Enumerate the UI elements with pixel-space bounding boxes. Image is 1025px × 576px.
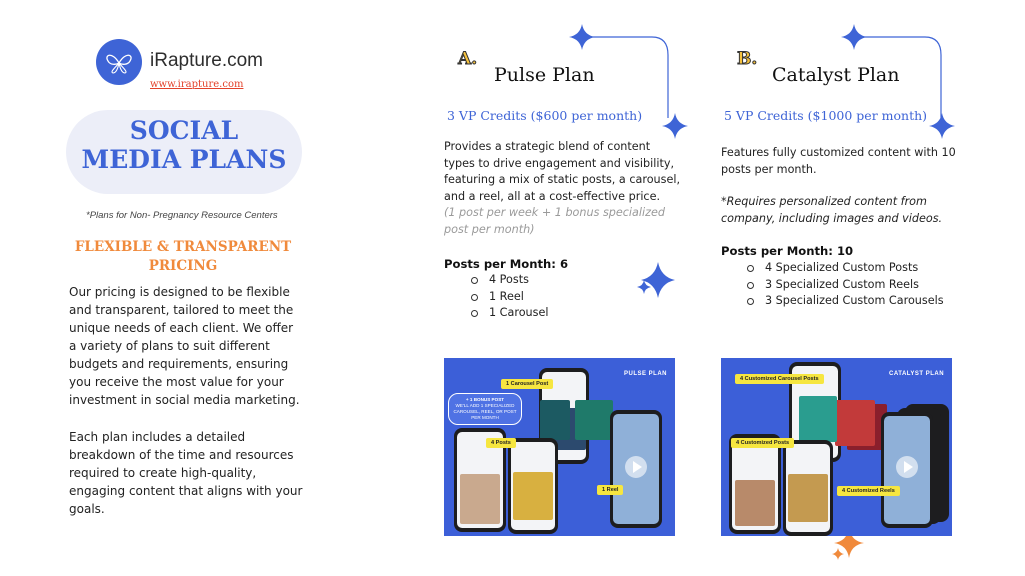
plans-note: *Plans for Non- Pregnancy Resource Cente… [86, 210, 278, 221]
bonus-text: WE'LL ADD 1 SPECIALIZED CAROUSEL, REEL, … [453, 403, 517, 420]
sparkle-icon [569, 24, 595, 50]
pricing-heading-line1: FLEXIBLE & TRANSPARENT [74, 239, 292, 255]
list-item: 4 Specialized Custom Posts [747, 260, 944, 277]
plan-b-note: *Requires personalized content from comp… [721, 195, 943, 225]
sparkle-icon [641, 262, 675, 298]
plan-b-posts-heading: Posts per Month: 10 [721, 244, 854, 258]
brand-url-link[interactable]: www.irapture.com [150, 79, 244, 90]
page-title: SOCIAL MEDIA PLANS [66, 116, 302, 174]
list-item: 1 Carousel [471, 305, 548, 322]
sparkle-icon [841, 24, 867, 50]
page-title-line2: MEDIA PLANS [81, 145, 287, 174]
plan-a-letter: A. [457, 49, 478, 70]
carousel-image [799, 396, 837, 442]
plan-b-tag-reels: 4 Customized Reels [837, 486, 900, 496]
plan-a-tag-reel: 1 Reel [597, 485, 624, 495]
plan-b-image: CATALYST PLAN 4 Customized Carousel Post… [721, 358, 952, 536]
carousel-image [540, 400, 570, 440]
sparkle-icon [929, 113, 955, 139]
pricing-heading: FLEXIBLE & TRANSPARENT PRICING [70, 238, 296, 276]
plan-a-tag-posts: 4 Posts [486, 438, 516, 448]
pricing-paragraph-1: Our pricing is designed to be flexible a… [69, 285, 300, 407]
list-item: 1 Reel [471, 289, 548, 306]
sparkle-icon [637, 280, 651, 294]
plan-a-posts-heading: Posts per Month: 6 [444, 257, 569, 271]
phone-mockup [610, 410, 662, 528]
sparkle-icon [662, 113, 688, 139]
plan-a-description: Provides a strategic blend of content ty… [444, 140, 681, 203]
play-icon [625, 456, 647, 478]
title-pill [66, 110, 302, 194]
plan-a-credits: 3 VP Credits ($600 per month) [447, 108, 643, 123]
phone-mockup [881, 412, 933, 528]
plan-a-image-label: PULSE PLAN [624, 371, 668, 377]
brand-logo [96, 39, 142, 85]
carousel-image [835, 400, 875, 446]
phone-mockup [454, 428, 506, 532]
plan-b-items: 4 Specialized Custom Posts 3 Specialized… [747, 260, 944, 310]
list-item: 3 Specialized Custom Reels [747, 277, 944, 294]
pricing-heading-line2: PRICING [148, 258, 218, 274]
plan-b-title: Catalyst Plan [772, 64, 900, 86]
play-icon [896, 456, 918, 478]
plan-a-title: Pulse Plan [494, 64, 595, 86]
carousel-image [575, 400, 613, 440]
connector-line-b [854, 36, 942, 118]
plan-a-description-block: Provides a strategic blend of content ty… [444, 139, 684, 238]
brand-name: iRapture.com [150, 50, 263, 71]
plan-b-tag-posts: 4 Customized Posts [731, 438, 795, 448]
page-title-line1: SOCIAL [129, 116, 239, 145]
plan-a-items: 4 Posts 1 Reel 1 Carousel [471, 272, 548, 322]
phone-mockup [729, 434, 781, 534]
plan-b-credits: 5 VP Credits ($1000 per month) [724, 108, 928, 123]
phone-mockup [508, 438, 558, 534]
sparkle-icon [832, 548, 844, 560]
list-item: 3 Specialized Custom Carousels [747, 293, 944, 310]
butterfly-icon [106, 54, 132, 74]
bonus-badge: + 1 BONUS POST WE'LL ADD 1 SPECIALIZED C… [448, 393, 522, 425]
phone-mockup [783, 440, 833, 536]
plan-b-description: Features fully customized content with 1… [721, 146, 956, 176]
bonus-title: + 1 BONUS POST [465, 397, 505, 402]
plan-a-note: (1 post per week + 1 bonus specialized p… [444, 206, 665, 236]
plan-b-tag-carousel: 4 Customized Carousel Posts [735, 374, 824, 384]
plan-a-tag-carousel: 1 Carousel Post [501, 379, 554, 389]
sparkle-icon [834, 528, 864, 558]
plan-b-letter: B. [736, 49, 758, 70]
plan-b-description-block: Features fully customized content with 1… [721, 145, 961, 227]
pricing-paragraph-2: Each plan includes a detailed breakdown … [69, 430, 303, 516]
plan-a-image: PULSE PLAN + 1 BONUS POST WE'LL ADD 1 SP… [444, 358, 675, 536]
connector-line-a [582, 36, 669, 118]
plan-b-image-label: CATALYST PLAN [889, 371, 945, 377]
list-item: 4 Posts [471, 272, 548, 289]
